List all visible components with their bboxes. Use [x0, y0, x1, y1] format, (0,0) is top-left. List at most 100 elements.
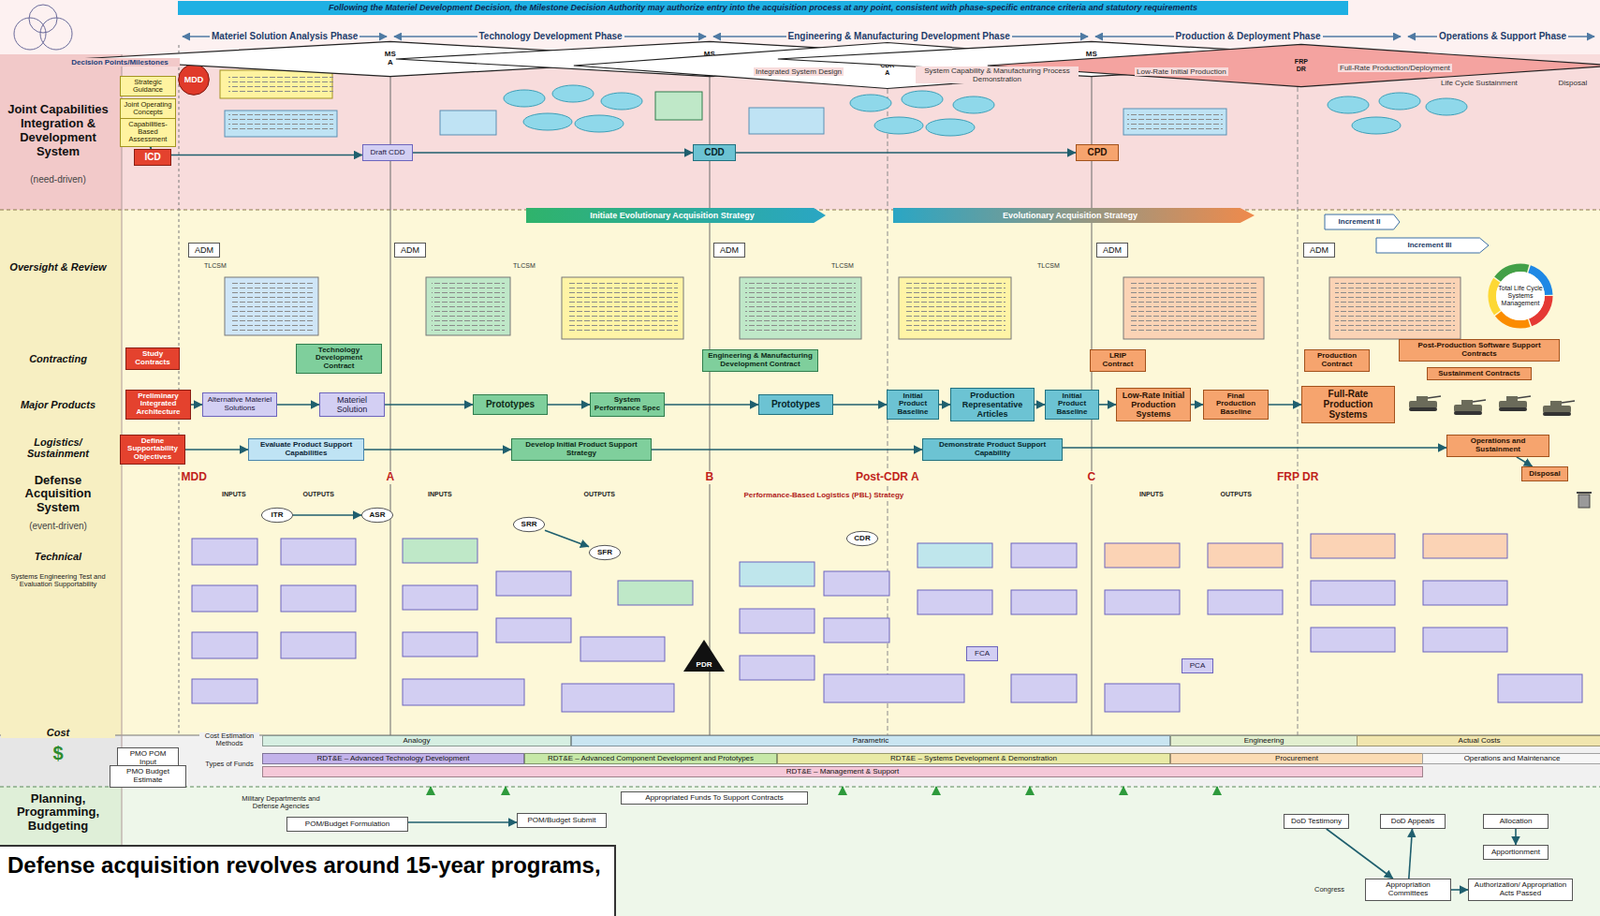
caption-box: Defense acquisition revolves around 15-y… — [0, 844, 617, 916]
lifecycle-core — [1496, 271, 1545, 321]
text-label: INPUTS — [220, 490, 249, 499]
text-label: Military Departments and Defense Agencie… — [227, 794, 335, 811]
node-text: ADM — [1309, 245, 1329, 255]
technical-artwork — [191, 533, 1583, 712]
process-box: Define Supportability Objectives — [119, 434, 186, 466]
node-text: Alternative Materiel Solutions — [205, 396, 274, 413]
process-box: POM/Budget Formulation — [286, 816, 409, 832]
process-box: ICD — [133, 148, 172, 166]
text-label: System Capability & Manufacturing Proces… — [915, 66, 1079, 84]
text-label: TLCSM — [1035, 262, 1062, 270]
row-label: Oversight & Review — [0, 261, 116, 274]
tiny-text — [1335, 281, 1455, 335]
fund-bar: Actual Costs — [1356, 734, 1600, 747]
text-label: Full-Rate Production/Deployment — [1337, 63, 1453, 73]
text-label: OUTPUTS — [582, 490, 617, 499]
process-box: Authorization/ Appropriation Acts Passed — [1467, 878, 1573, 901]
funding-arrow — [1028, 786, 1031, 794]
milestone-circle: MDD — [177, 63, 210, 96]
se-box — [617, 580, 693, 605]
fund-bar: Parametric — [571, 734, 1171, 747]
node-text: ITR — [271, 511, 284, 520]
text-label: OUTPUTS — [301, 490, 337, 499]
node-text: DoD Appeals — [1391, 817, 1436, 826]
jcids-oval — [1425, 98, 1468, 116]
connector — [833, 403, 887, 406]
se-box — [1104, 543, 1180, 568]
milestone-line — [390, 76, 392, 735]
connector — [651, 448, 923, 451]
row-label: Logistics/ Sustainment — [0, 436, 116, 460]
process-box: Engineering & Manufacturing Development … — [702, 349, 819, 372]
connector — [547, 403, 590, 406]
process-box: ADM — [713, 242, 746, 258]
fund-bar: Analogy — [262, 734, 572, 747]
milestone-circle — [178, 64, 210, 96]
connector — [1062, 446, 1447, 449]
connector — [1326, 828, 1394, 879]
text-label: Life Cycle Sustainment — [1438, 78, 1520, 88]
node-text: SFR — [597, 548, 613, 558]
fund-bar: Procurement — [1170, 752, 1424, 764]
process-box: Post-Production Software Support Contrac… — [1398, 338, 1560, 362]
funding-arrow — [841, 786, 844, 794]
tank-icon — [1409, 396, 1441, 412]
se-box — [580, 636, 665, 661]
connector — [408, 821, 517, 823]
process-box: ADM — [188, 242, 221, 258]
review-box — [739, 277, 862, 339]
connector — [171, 154, 363, 157]
strategy-arrow: Evolutionary Acquisition Strategy — [893, 207, 1255, 223]
se-box — [1011, 589, 1077, 615]
text-label: TLCSM — [202, 262, 229, 270]
connector — [412, 151, 693, 154]
text-label: Systems Engineering Test and Evaluation … — [0, 572, 116, 589]
jcids-box — [440, 110, 497, 135]
node-text: Following the Materiel Development Decis… — [328, 2, 1198, 13]
ppb-band — [0, 786, 1600, 916]
text-label: Disposal — [1556, 78, 1590, 88]
lifecycle-ring — [1492, 267, 1549, 324]
phase-label: Technology Development Phase — [477, 30, 625, 43]
node-text: ICD — [144, 151, 161, 162]
tank-turret — [1416, 396, 1428, 402]
process-box: Sustainment Contracts — [1426, 366, 1532, 382]
strategy-arrow: Initiate Evolutionary Acquisition Strate… — [526, 207, 826, 223]
row-label-column — [0, 209, 122, 735]
node-text: Strategic Guidance — [123, 78, 173, 95]
review-oval: SRR — [513, 516, 545, 532]
tiny-text — [1127, 112, 1223, 132]
node-text: Final Production Baseline — [1206, 392, 1265, 418]
node-text: ADM — [194, 245, 214, 255]
node-text: Low-Rate Initial Production Systems — [1119, 390, 1188, 419]
text-label: INPUTS — [425, 490, 455, 499]
se-box — [1207, 543, 1283, 568]
banner-bar: Following the Materiel Development Decis… — [177, 0, 1349, 15]
process-box: Prototypes — [472, 394, 548, 415]
node-text: RDT&E – Advanced Component Development a… — [547, 754, 754, 764]
phase-label: Operations & Support Phase — [1437, 30, 1569, 43]
se-box — [191, 678, 258, 704]
connector — [384, 403, 473, 406]
node-text: CDD — [704, 146, 725, 158]
trash-icon — [1576, 491, 1592, 508]
review-oval — [261, 507, 293, 522]
connector — [1451, 888, 1468, 891]
node-text: System Performance Spec — [593, 396, 661, 413]
text-label: Low-Rate Initial Production — [1134, 67, 1229, 76]
tiny-text — [228, 73, 334, 95]
node-text: Procurement — [1275, 754, 1319, 764]
bin-body — [1578, 494, 1590, 508]
process-box: Disposal — [1521, 466, 1569, 482]
se-box — [823, 571, 890, 596]
row-label: (need-driven) — [0, 174, 116, 186]
fund-bar: RDT&E – Advanced Technology Development — [262, 752, 525, 764]
node-text: POM/Budget Formulation — [305, 820, 390, 829]
node-text: PDR — [696, 660, 713, 670]
node-text: Prototypes — [485, 398, 535, 410]
process-box: Initial Product Baseline — [886, 389, 940, 421]
tank-gun — [1427, 396, 1441, 398]
milestone-diamond — [987, 44, 1600, 87]
oversight-text-art — [230, 281, 1455, 335]
